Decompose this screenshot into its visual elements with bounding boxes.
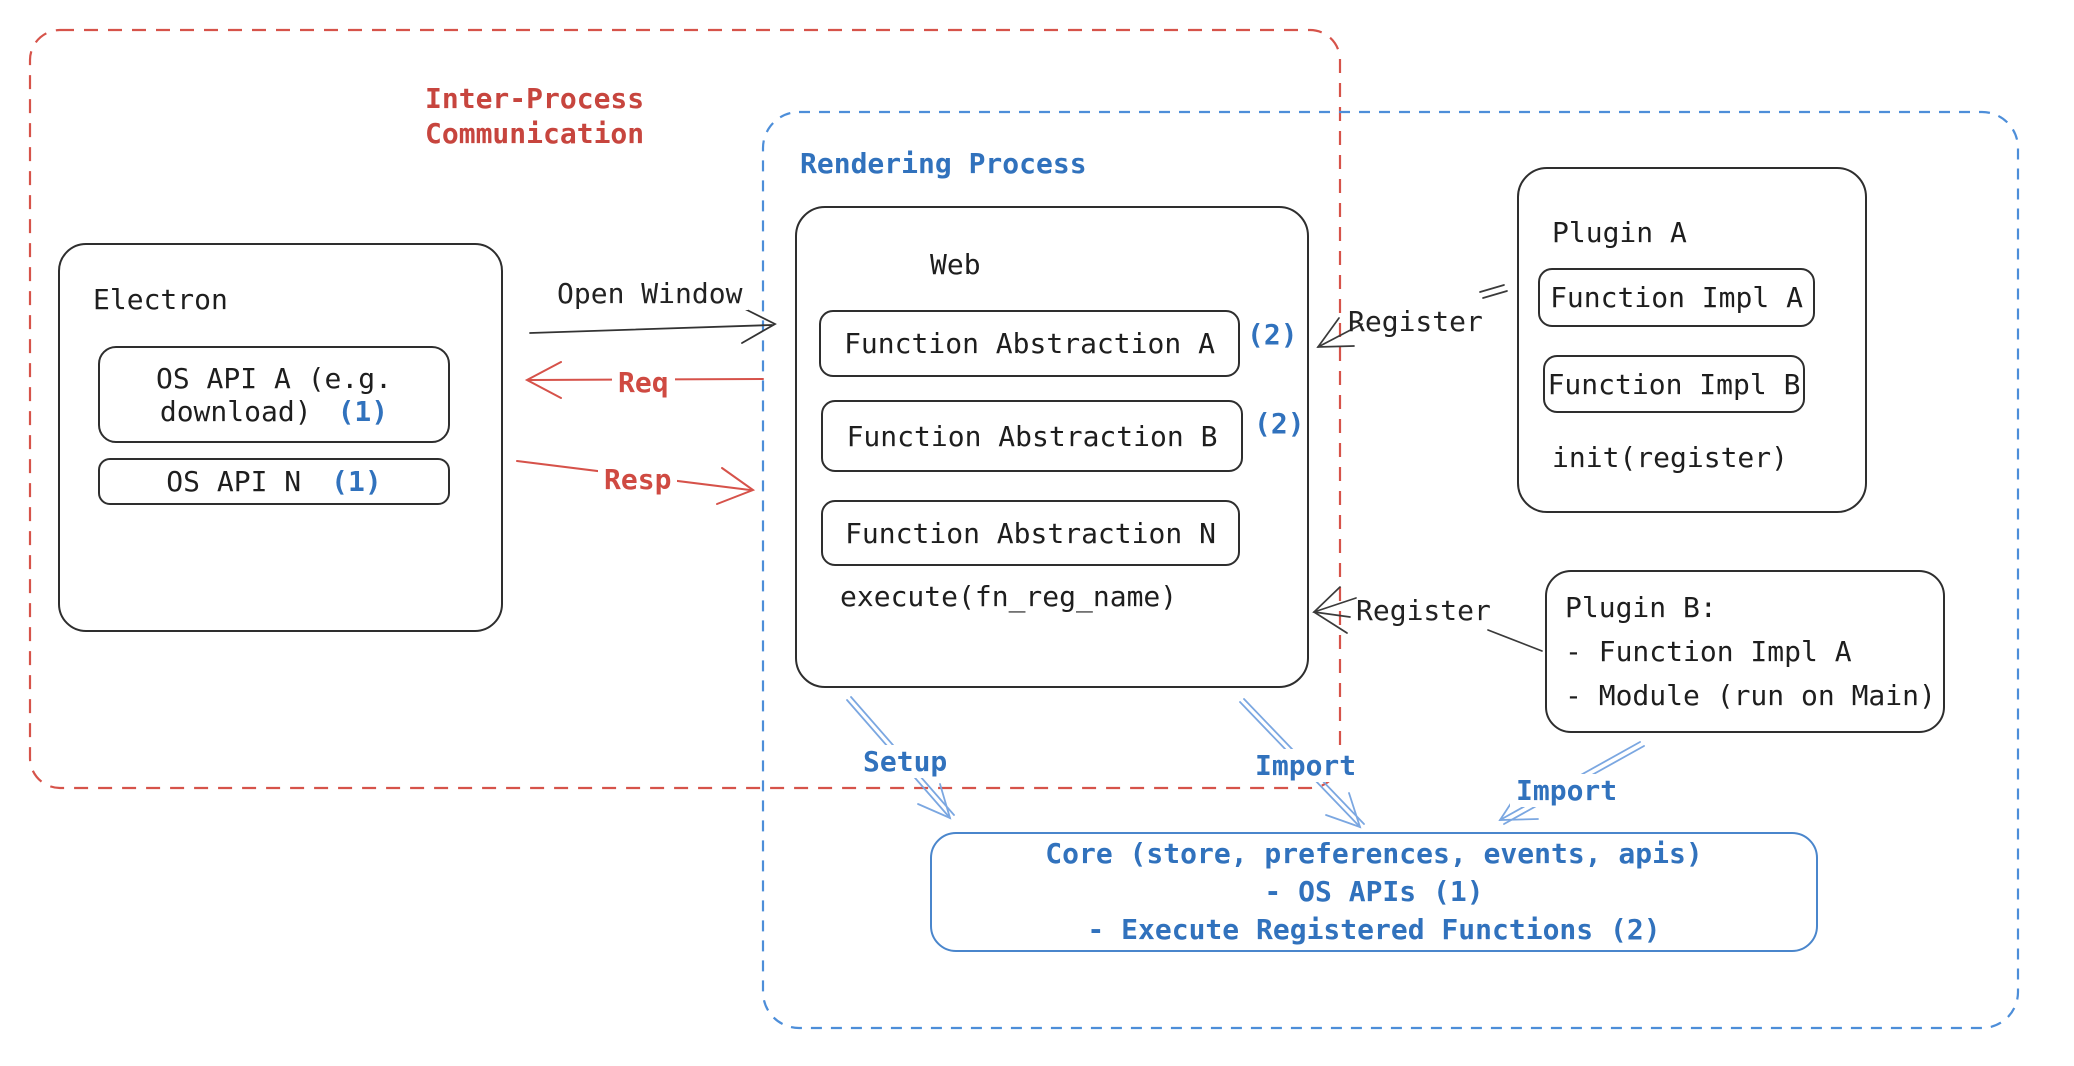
function-impl-b-box: Function Impl B xyxy=(1543,355,1805,413)
os-api-a-line2-row: download) (1) xyxy=(160,395,388,428)
os-api-n-label: OS API N xyxy=(166,465,302,498)
register-a-label: Register xyxy=(1348,305,1483,338)
core-line2: - OS APIs (1) xyxy=(1264,875,1484,908)
register-b-arrow xyxy=(1312,586,1543,652)
core-box: Core (store, preferences, events, apis) … xyxy=(930,832,1818,952)
fa-b-badge: (2) xyxy=(1254,407,1305,440)
req-label: Req xyxy=(612,366,675,399)
function-impl-b-label: Function Impl B xyxy=(1547,367,1801,401)
os-api-n-badge: (1) xyxy=(331,465,382,498)
plugin-b-line1: Plugin B: xyxy=(1565,591,1717,624)
function-abstraction-a-label: Function Abstraction A xyxy=(844,327,1215,360)
function-abstraction-n-label: Function Abstraction N xyxy=(845,516,1216,550)
init-register-label: init(register) xyxy=(1552,441,1789,474)
ipc-region-title: Inter-Process Communication xyxy=(425,81,644,151)
register-a-arrow xyxy=(1316,284,1508,348)
os-api-a-line1: OS API A (e.g. xyxy=(155,361,392,395)
rendering-region-outline xyxy=(761,110,2020,1030)
fa-a-badge: (2) xyxy=(1247,318,1298,351)
import-right-label: Import xyxy=(1510,774,1624,807)
os-api-n-box: OS API N (1) xyxy=(98,458,450,505)
setup-label: Setup xyxy=(857,745,954,778)
function-impl-a-box: Function Impl A xyxy=(1538,268,1815,327)
open-window-label: Open Window xyxy=(551,277,749,310)
function-impl-a-label: Function Impl A xyxy=(1550,281,1803,314)
function-abstraction-b-box: Function Abstraction B xyxy=(821,400,1243,472)
plugin-b-box xyxy=(1545,570,1945,733)
core-line3: - Execute Registered Functions (2) xyxy=(1087,913,1661,946)
os-api-a-box: OS API A (e.g. download) (1) xyxy=(98,346,450,443)
function-abstraction-b-label: Function Abstraction B xyxy=(846,419,1218,453)
ipc-title-line1: Inter-Process xyxy=(425,82,645,115)
core-line1: Core (store, preferences, events, apis) xyxy=(1045,837,1703,870)
resp-label: Resp xyxy=(598,463,678,496)
plugin-a-title: Plugin A xyxy=(1552,216,1687,249)
electron-title: Electron xyxy=(93,283,228,316)
plugin-b-line3: - Module (run on Main) xyxy=(1565,679,1936,712)
function-abstraction-n-box: Function Abstraction N xyxy=(821,500,1240,566)
import-left-label: Import xyxy=(1249,749,1363,782)
register-b-label: Register xyxy=(1356,594,1491,627)
plugin-b-text: Plugin B: - Function Impl A - Module (ru… xyxy=(1565,586,1936,718)
ipc-region-outline xyxy=(28,28,1342,790)
execute-label: execute(fn_reg_name) xyxy=(840,580,1178,613)
plugin-a-box xyxy=(1517,167,1867,513)
ipc-title-line2: Communication xyxy=(425,117,645,150)
function-abstraction-a-box: Function Abstraction A xyxy=(819,310,1240,377)
plugin-b-line2: - Function Impl A xyxy=(1565,635,1852,668)
rendering-region-title: Rendering Process xyxy=(800,147,1087,180)
os-api-a-badge: (1) xyxy=(337,394,389,428)
open-window-arrow xyxy=(529,306,777,344)
web-title: Web xyxy=(930,248,981,281)
os-api-a-line2: download) xyxy=(159,394,312,428)
